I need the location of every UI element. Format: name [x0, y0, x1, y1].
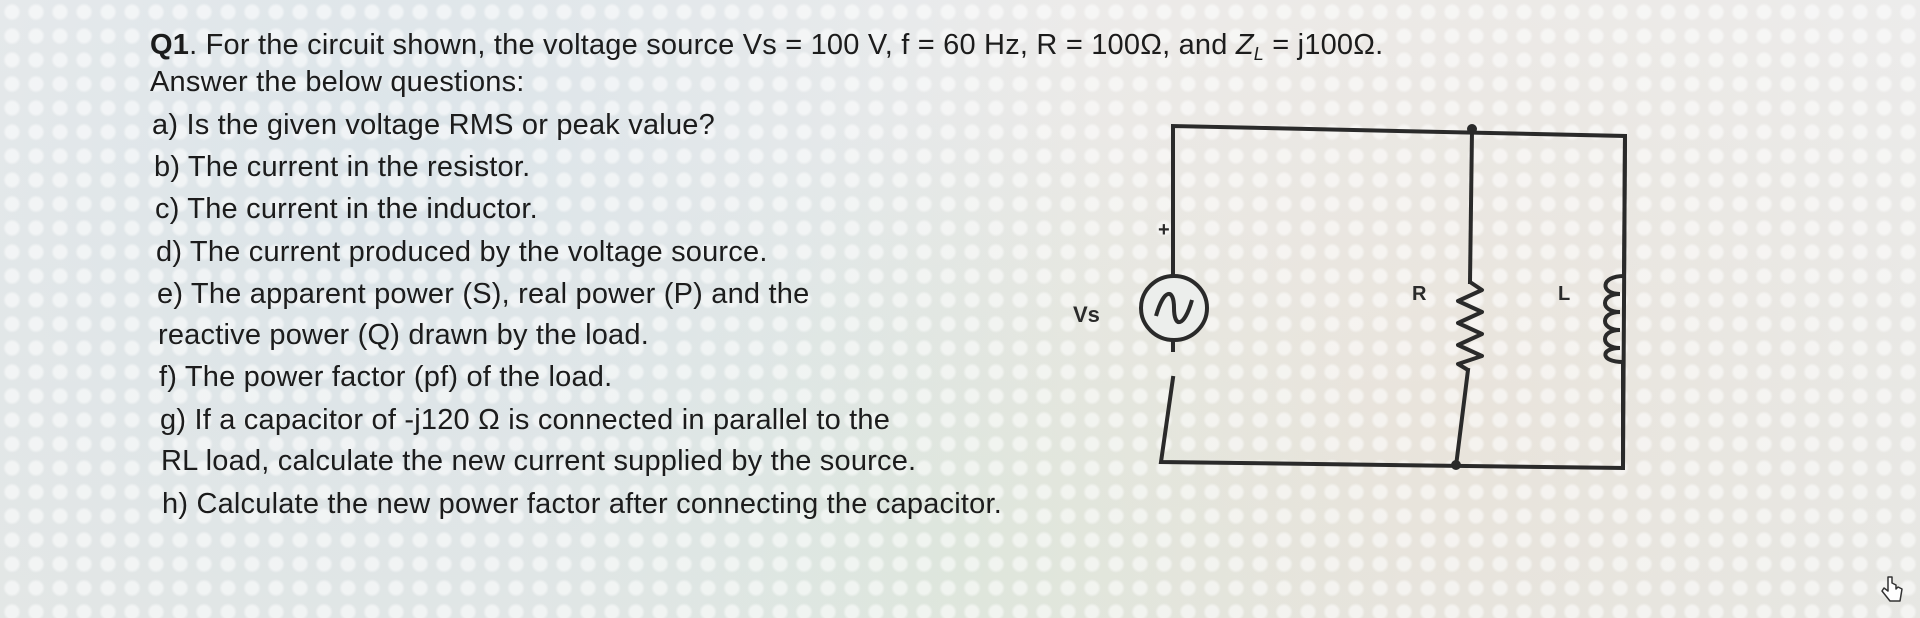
source-label: Vs	[1073, 302, 1100, 327]
inductor-wire-top	[1621, 133, 1628, 279]
part-c: c) The current in the inductor.	[155, 193, 538, 225]
ac-voltage-source-icon	[1139, 274, 1209, 342]
inductor-icon	[1603, 274, 1625, 364]
resistor-wire-bottom	[1453, 367, 1471, 469]
resistor-label: R	[1412, 283, 1427, 305]
part-e: e) The apparent power (S), real power (P…	[157, 278, 810, 310]
question-label: Q1	[150, 29, 190, 61]
question-intro-end: = j100Ω.	[1263, 29, 1384, 61]
circuit-diagram: + Vs R L	[1073, 123, 1628, 471]
circuit-wire-top-right	[1171, 123, 1628, 471]
question-instruction: Answer the below questions:	[150, 66, 525, 98]
resistor-wire-top	[1467, 127, 1475, 285]
question-intro-text: . For the circuit shown, the voltage sou…	[189, 29, 1236, 61]
part-b: b) The current in the resistor.	[154, 151, 531, 183]
part-g-continued: RL load, calculate the new current suppl…	[161, 445, 917, 477]
source-plus-label: +	[1158, 219, 1170, 241]
circuit-wire-bottom	[1158, 375, 1626, 471]
question-intro-line: Q1. For the circuit shown, the voltage s…	[150, 28, 1383, 71]
part-e-continued: reactive power (Q) drawn by the load.	[158, 319, 649, 351]
part-f: f) The power factor (pf) of the load.	[159, 361, 613, 393]
part-a: a) Is the given voltage RMS or peak valu…	[152, 109, 715, 141]
zl-symbol: Z	[1235, 29, 1254, 61]
junction-bottom	[1451, 460, 1461, 470]
part-g: g) If a capacitor of -j120 Ω is connecte…	[160, 404, 891, 436]
mouse-pointer-icon	[1881, 576, 1903, 602]
inductor-label: L	[1558, 283, 1570, 305]
part-d: d) The current produced by the voltage s…	[156, 236, 768, 268]
part-h: h) Calculate the new power factor after …	[162, 488, 1002, 520]
resistor-icon	[1456, 280, 1484, 372]
junction-top	[1467, 124, 1477, 134]
zl-subscript: L	[1253, 44, 1264, 64]
